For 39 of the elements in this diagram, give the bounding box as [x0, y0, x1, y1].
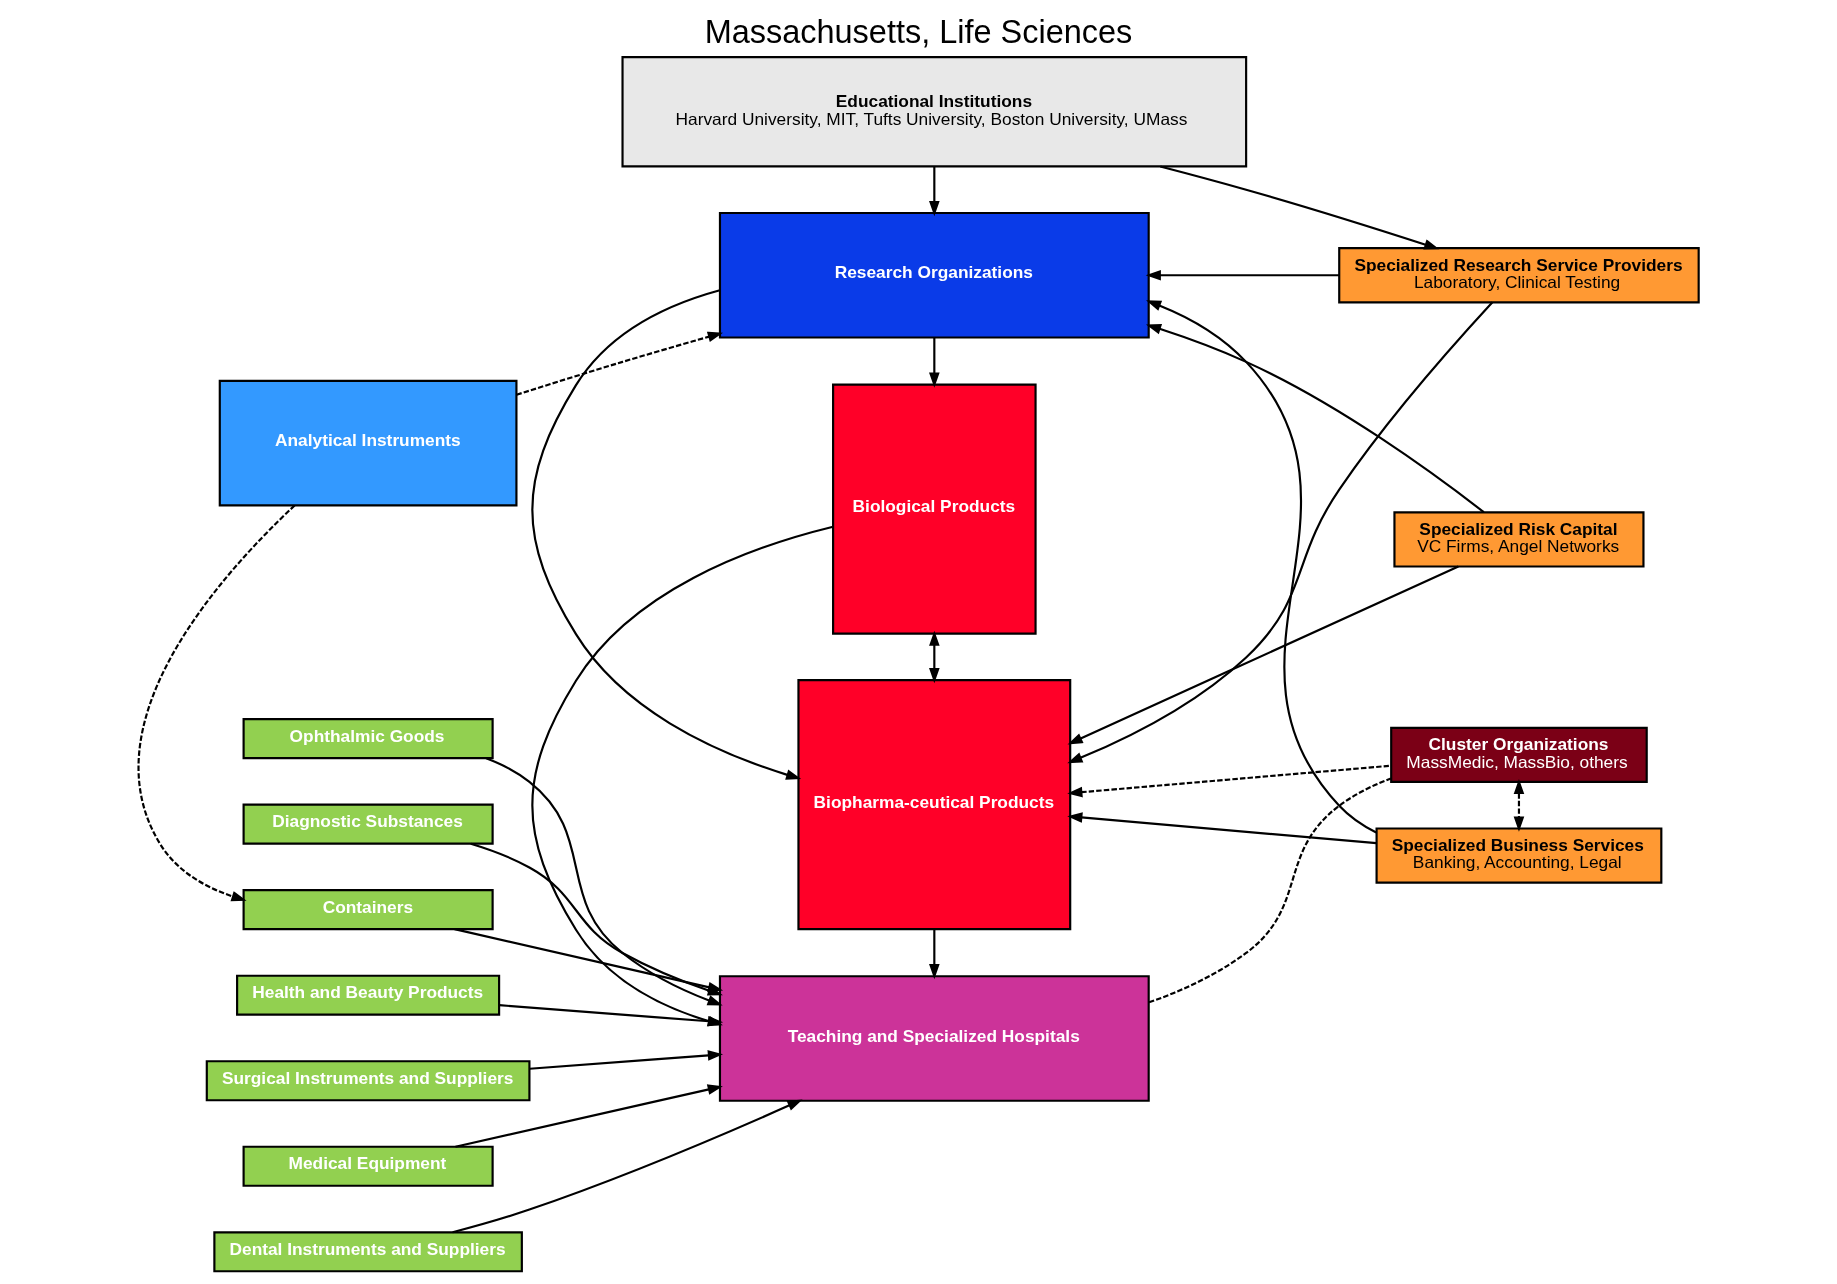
arrow [929, 166, 940, 217]
arrow [929, 929, 940, 980]
node-box: Analytical Instruments [218, 379, 518, 507]
arrow [454, 928, 724, 993]
node-box: Research Organizations [718, 211, 1150, 339]
node-box: Specialized Research Service Providers Laboratory, Clinical Testing [1338, 247, 1700, 304]
arrow [452, 1099, 803, 1234]
arrow [1067, 812, 1377, 845]
node-box: Teaching and Specialized Hospitals [718, 975, 1150, 1102]
connector [1148, 777, 1392, 1004]
arrow [929, 337, 940, 388]
arrow [531, 289, 802, 780]
arrow [1067, 764, 1392, 798]
node-box: Health and Beauty Products [236, 974, 501, 1016]
node-box: Cluster Organizations MassMedic, MassBio, others [1390, 726, 1648, 783]
arrow [1160, 165, 1440, 250]
diagram-title: Massachusetts, Life Sciences [704, 14, 1133, 51]
arrow [1513, 778, 1525, 832]
arrow [455, 1084, 723, 1148]
arrow [529, 1050, 724, 1070]
arrow [1145, 269, 1340, 281]
arrow [138, 504, 296, 902]
node-box: Biopharma-ceutical Products [797, 679, 1072, 931]
arrow [516, 331, 723, 396]
node-box: Medical Equipment [242, 1145, 494, 1187]
arrow [929, 630, 940, 684]
arrow [1067, 565, 1459, 745]
arrow [1145, 324, 1485, 514]
arrow [1067, 301, 1494, 764]
arrow [1146, 300, 1377, 834]
node-box: Biological Products [832, 383, 1037, 635]
node-box: Containers [242, 889, 494, 931]
node-box: Specialized Risk Capital VC Firms, Angel Networks [1393, 511, 1645, 568]
node-box: Diagnostic Substances [242, 803, 494, 845]
node-box: Specialized Business Services Banking, Accounting, Legal [1375, 827, 1663, 884]
node-box: Ophthalmic Goods [242, 718, 494, 760]
node-box: Educational Institutions Harvard University, MIT, Tufts University, Boston University, UMass [621, 56, 1248, 168]
node-box: Surgical Instruments and Suppliers [205, 1060, 531, 1102]
node-box: Dental Instruments and Suppliers [213, 1231, 523, 1273]
